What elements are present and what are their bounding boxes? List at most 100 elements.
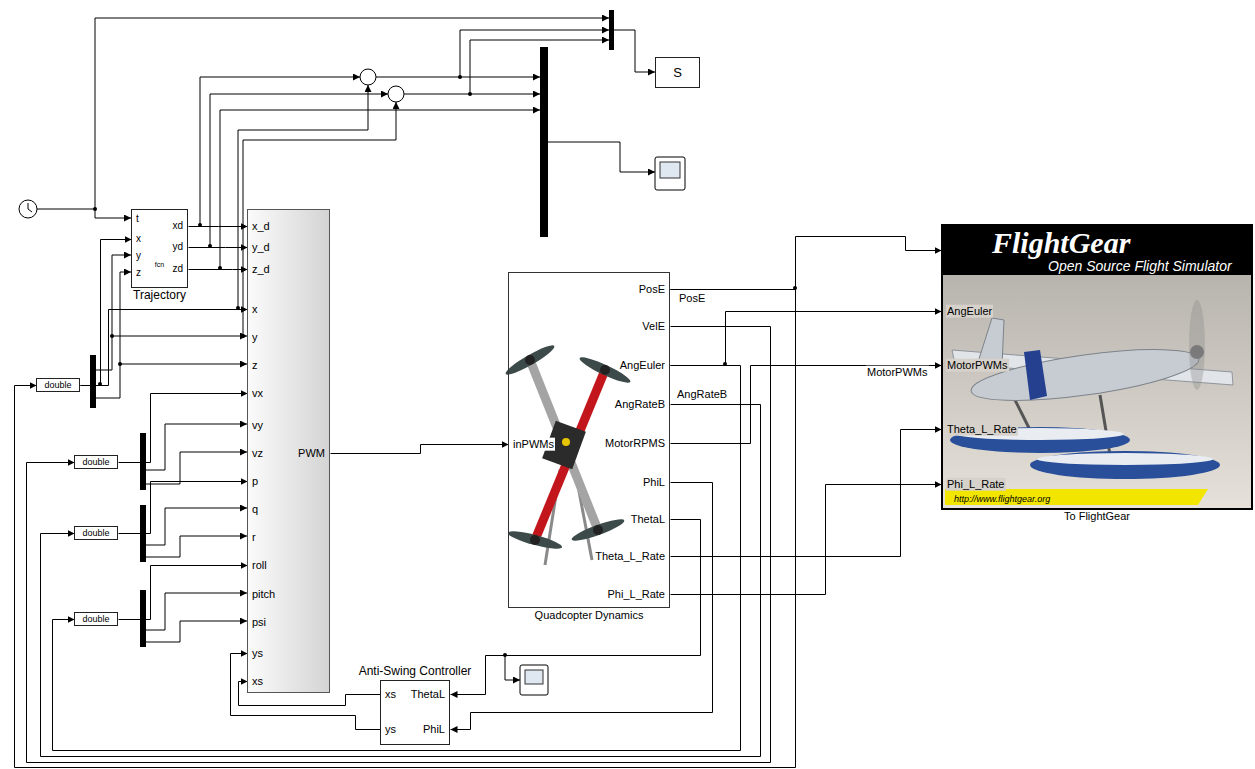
controller-subsystem: x_dy_dz_dxyzvxvyvzpqrrollpitchpsiysxsPWM xyxy=(247,209,330,693)
propeller-spinner xyxy=(1190,345,1204,359)
port-label: vz xyxy=(251,447,264,460)
port-label: xs xyxy=(251,675,264,688)
signal-label: AngRateB xyxy=(676,388,728,401)
motor xyxy=(600,365,610,375)
scope-symbol xyxy=(655,157,685,190)
port-label: Theta_L_Rate xyxy=(594,550,666,563)
data-type-conversion: double xyxy=(74,455,118,469)
port-label: xd xyxy=(171,220,184,232)
signal-line xyxy=(451,483,713,730)
port-label: vx xyxy=(251,387,264,400)
clock-symbol xyxy=(19,200,37,218)
mux-bar xyxy=(540,47,548,237)
anti-swing-subsystem: Anti-Swing ControllerxsysThetaLPhiL xyxy=(380,680,450,745)
port-label: AngEuler xyxy=(619,359,666,372)
url-strip xyxy=(945,489,1208,505)
signal-line xyxy=(189,226,248,227)
flightgear-header xyxy=(941,224,1253,275)
flightgear-sky xyxy=(941,224,1253,510)
junction-dot xyxy=(110,334,114,338)
block-name: Quadcopter Dynamics xyxy=(534,609,645,622)
mux-bar xyxy=(609,10,614,50)
block-name: Trajectory xyxy=(132,289,187,303)
block-text: double xyxy=(81,457,110,467)
wire xyxy=(146,536,247,557)
port-label: vy xyxy=(251,419,264,432)
matlab-function-block: txyzfcnxdydzdTrajectory xyxy=(131,209,188,288)
wire xyxy=(146,452,247,484)
port-label: zd xyxy=(171,263,184,275)
signal-line xyxy=(671,485,942,595)
port-label: AngRateB xyxy=(614,398,666,411)
panel-text: http://www.flightgear.org xyxy=(953,494,1051,504)
signal-label: PosE xyxy=(678,292,706,305)
port-label: y xyxy=(251,331,259,344)
port-label: yd xyxy=(171,241,184,253)
wire xyxy=(146,424,247,470)
signal-line xyxy=(189,269,248,270)
panel-text: FlightGear xyxy=(991,226,1131,261)
port-label: inPWMs xyxy=(512,438,555,451)
signal-line xyxy=(671,312,942,366)
sum-symbol xyxy=(360,69,376,85)
port-label: t xyxy=(135,213,140,225)
port-label: y_d xyxy=(251,241,271,254)
port-label: r xyxy=(251,531,257,544)
frame-arm xyxy=(535,370,605,540)
signal-line xyxy=(53,366,741,751)
port-label: ys xyxy=(251,647,264,660)
port-label: q xyxy=(251,503,259,516)
junction-dot xyxy=(93,207,97,211)
port-label: Phi_L_Rate xyxy=(946,478,1006,491)
wire xyxy=(548,142,655,172)
signal-line xyxy=(15,290,796,768)
wire xyxy=(146,508,247,545)
signal-line xyxy=(119,394,248,463)
port-label: x xyxy=(251,303,259,316)
signal-line xyxy=(671,237,942,290)
signal-line xyxy=(41,405,761,757)
wire xyxy=(146,593,247,630)
port-label: MotorPWMs xyxy=(946,359,1009,372)
propeller xyxy=(503,342,556,379)
wire xyxy=(112,336,247,337)
junction-dot xyxy=(118,362,122,366)
seaplane-illustration xyxy=(950,300,1233,479)
block-text: double xyxy=(81,614,110,624)
scope-symbol xyxy=(520,665,548,695)
signal-line xyxy=(119,482,248,534)
wire xyxy=(96,272,131,398)
block-text: double xyxy=(81,528,110,538)
port-label: z_d xyxy=(251,263,271,276)
port-label: PhiL xyxy=(422,723,446,736)
flight-controller xyxy=(562,438,570,446)
motor xyxy=(530,535,540,545)
plane-fuselage xyxy=(968,339,1201,411)
scope-screen xyxy=(525,670,543,684)
block-text: S xyxy=(672,65,683,80)
quadcopter-illustration xyxy=(503,342,632,565)
signal-label: MotorPWMs xyxy=(866,366,929,379)
port-label: ThetaL xyxy=(410,688,446,701)
block-name: Anti-Swing Controller xyxy=(358,665,473,679)
junction-dot xyxy=(468,92,472,96)
port-label: roll xyxy=(251,559,268,572)
motor xyxy=(525,355,535,365)
signal-line xyxy=(671,430,942,557)
sum-symbol xyxy=(388,86,404,102)
signal-line xyxy=(27,327,771,763)
wire xyxy=(460,30,609,77)
port-label: z xyxy=(135,267,142,279)
port-label: x_d xyxy=(251,220,271,233)
wire xyxy=(470,40,609,94)
port-label: ThetaL xyxy=(630,513,666,526)
data-type-conversion: double xyxy=(74,526,118,540)
data-type-conversion: double xyxy=(36,378,80,392)
quadcopter-subsystem: inPWMsPosEVelEAngEulerAngRateBMotorRPMSP… xyxy=(508,272,670,608)
port-label: VelE xyxy=(641,320,666,333)
motor xyxy=(593,525,603,535)
